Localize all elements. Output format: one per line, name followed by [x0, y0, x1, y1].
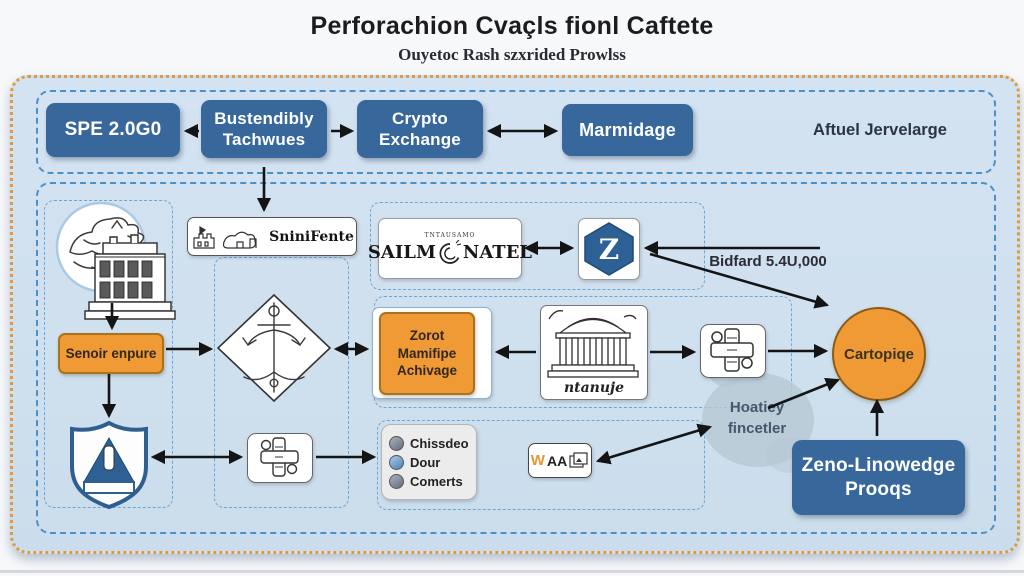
connector-box-right — [700, 324, 766, 378]
node-marmidage: Marmidage — [562, 104, 693, 156]
bidfard-label: Bidfard 5.4U,000 — [709, 253, 827, 270]
list-item-label: Dour — [410, 454, 441, 470]
photo-icon — [569, 452, 588, 468]
sailm-natel-box: TNTAUSAMO SAILM NATEL — [368, 218, 532, 279]
node-spe-label: SPE 2.0G0 — [64, 119, 162, 141]
main-region — [36, 182, 996, 534]
node-cartopiqe-circle: Cartopiqe — [832, 307, 926, 401]
cartopiqe-label: Cartopiqe — [843, 345, 914, 363]
documents-list-box: Chissdeo Dour Comerts — [381, 424, 477, 500]
node-bustendibly: Bustendibly Tachwues — [201, 100, 327, 158]
snini-label: SniniFente — [269, 228, 354, 245]
identity-region — [370, 202, 705, 290]
sailm-left-text: SAILM — [367, 242, 436, 263]
node-bustendibly-label: Bustendibly Tachwues — [214, 108, 314, 149]
node-zero-knowledge: Zeno-Linowedge Prooqs — [792, 440, 965, 515]
z-letter: Z — [599, 233, 619, 266]
wa-media-box: W AA — [528, 443, 592, 478]
node-marmidage-label: Marmidage — [579, 119, 676, 140]
wa-w-glyph: W — [530, 452, 545, 469]
temple-caption: ntanuje — [563, 380, 625, 396]
node-senoir-label: Senoir enpure — [65, 345, 157, 361]
node-zorot-label: Zorot Mamifipe Achivage — [396, 328, 458, 379]
sailm-small-text: TNTAUSAMO — [424, 231, 476, 239]
diamond-region — [214, 257, 349, 508]
sphere-icon — [389, 435, 404, 451]
blob-label: Hoatiey fincetler — [727, 399, 787, 437]
list-item-label: Comerts — [410, 473, 463, 489]
list-item-label: Chissdeo — [410, 435, 469, 451]
snini-castles-icon — [193, 225, 257, 249]
z-hexagon-icon: Z — [584, 222, 634, 276]
sailm-wordmark: SAILM NATEL — [367, 239, 533, 266]
page-title: Perforachion Cvaçls fionl Caftete — [310, 12, 714, 40]
node-crypto-exchange: Crypto Exchange — [357, 100, 483, 158]
page-subtitle: Ouyetoc Rash szxrided Prowlss — [398, 45, 626, 64]
list-item: Comerts — [382, 472, 476, 491]
cloud-icon — [389, 454, 404, 470]
node-spe: SPE 2.0G0 — [46, 103, 180, 157]
connector-box-left — [247, 433, 313, 483]
sphere-icon — [389, 473, 404, 489]
node-zero-knowledge-label: Zeno-Linowedge Prooqs — [801, 454, 956, 500]
wa-aa-glyph: AA — [546, 452, 568, 469]
list-item: Dour — [382, 453, 476, 472]
node-senoir: Senoir enpure — [58, 333, 164, 374]
top-row-region — [36, 90, 996, 174]
side-label: Aftuel Jervelarge — [813, 121, 947, 139]
sailm-right-text: NATEL — [462, 242, 533, 263]
list-item: Chissdeo — [382, 434, 476, 453]
sailm-swirl-icon — [439, 239, 461, 264]
bottom-edge-line — [0, 570, 1024, 573]
node-crypto-label: Crypto Exchange — [379, 108, 461, 149]
snini-box: SniniFente — [187, 217, 357, 256]
node-zorot: Zorot Mamifipe Achivage — [379, 312, 475, 395]
temple-box: ntanuje — [540, 305, 648, 400]
z-badge-box: Z — [578, 218, 640, 280]
